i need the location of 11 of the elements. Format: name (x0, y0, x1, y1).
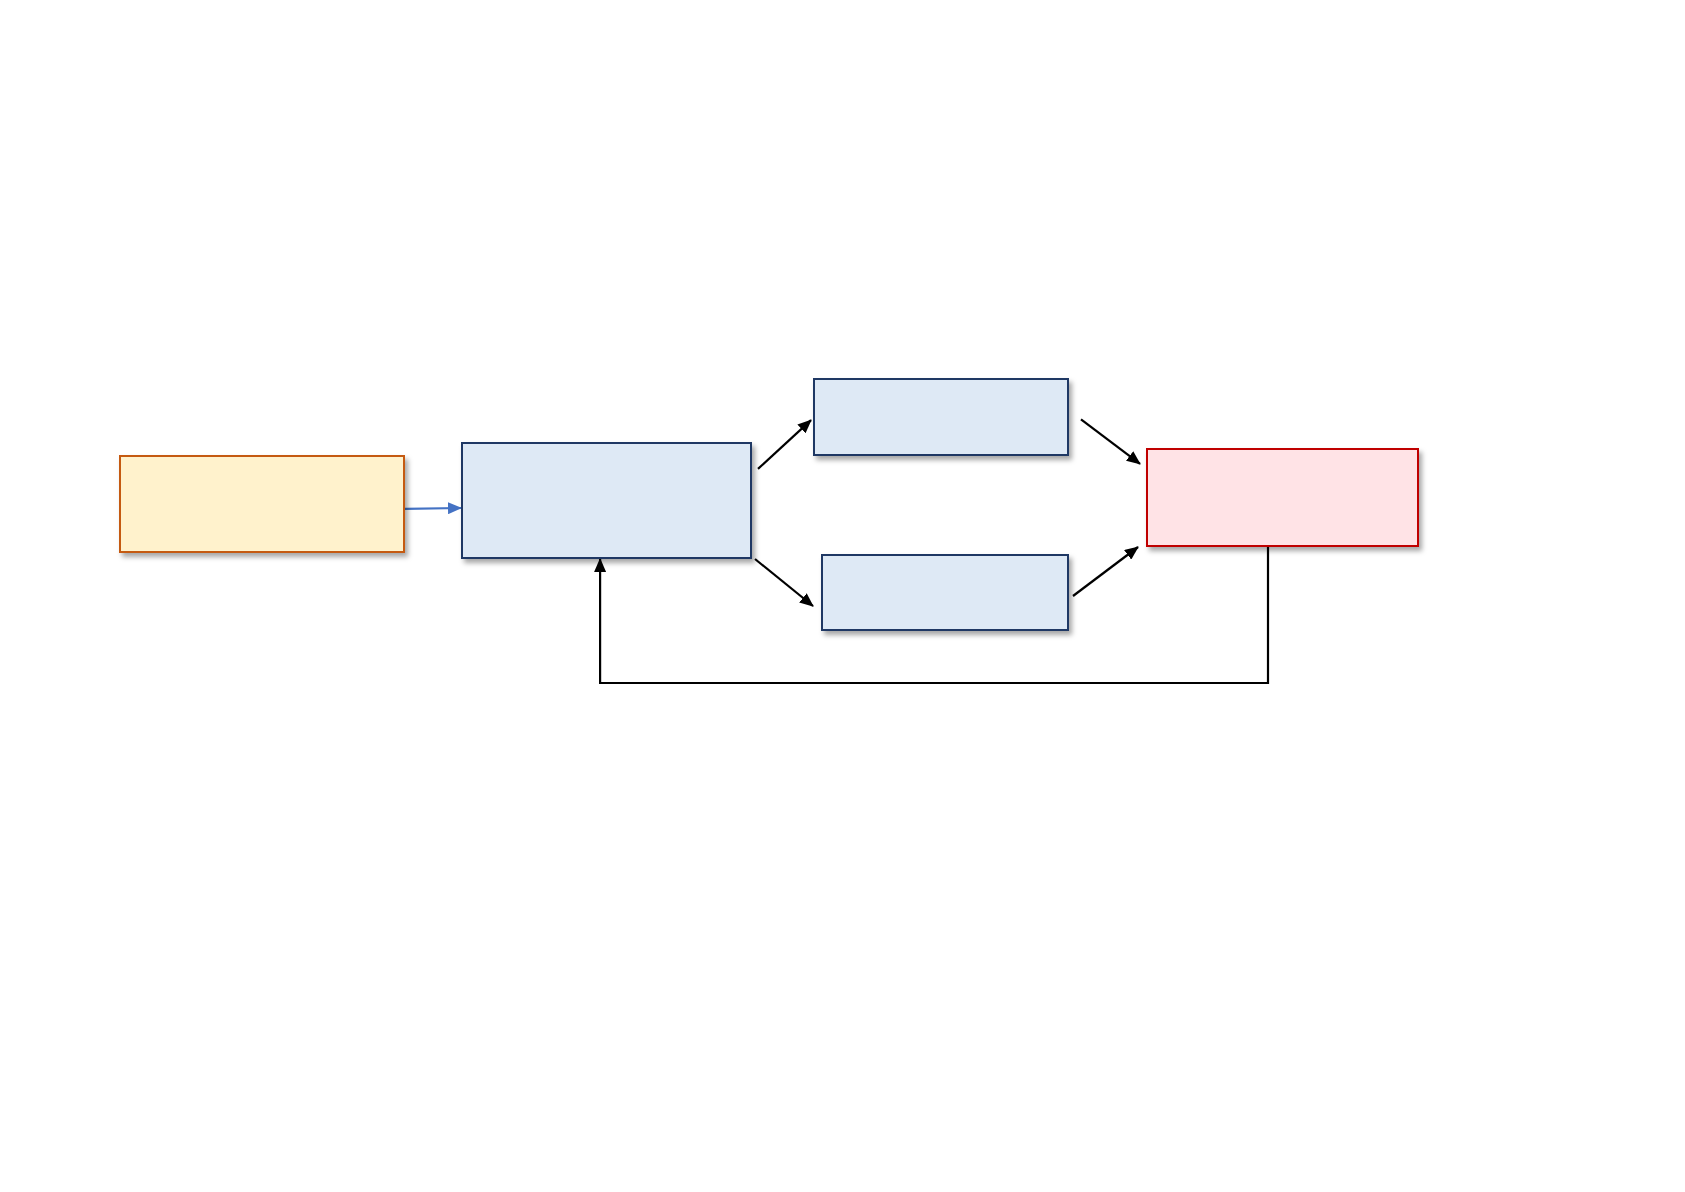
process-box (821, 554, 1069, 631)
feedback-arrow (594, 547, 1270, 685)
process-box (119, 455, 405, 553)
process-box (1146, 448, 1419, 547)
arrow (1080, 418, 1141, 465)
process-box (461, 442, 752, 559)
process-box (813, 378, 1069, 456)
arrow (757, 419, 812, 470)
arrow (754, 558, 814, 607)
arrow (405, 502, 462, 515)
arrow (1072, 546, 1139, 597)
